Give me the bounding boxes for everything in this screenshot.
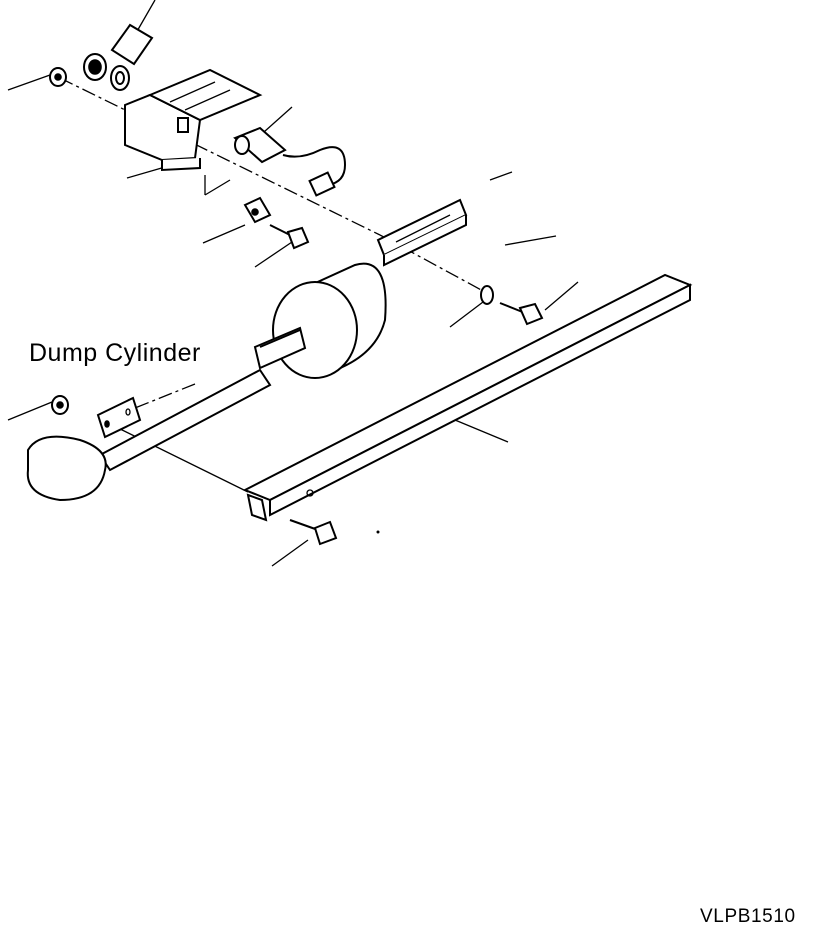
proximity-switch <box>233 126 347 197</box>
washer-far-left <box>49 67 67 87</box>
plate-lower-left <box>96 396 142 439</box>
bracket <box>124 68 263 172</box>
clip-plate <box>243 196 272 224</box>
square-bar <box>242 273 693 522</box>
bolt-right <box>499 302 544 326</box>
bolt-lower <box>289 519 338 546</box>
washer-right <box>480 285 494 305</box>
figure-code-label: VLPB1510 <box>700 906 796 927</box>
slotted-plate <box>376 198 468 267</box>
leader-lines <box>7 0 579 567</box>
sensor-top <box>110 23 154 66</box>
bolt-upper <box>269 224 310 250</box>
washer-lower-left <box>51 395 69 415</box>
dump-cylinder <box>26 262 387 502</box>
nut-top-left <box>83 53 130 91</box>
dump-cylinder-label: Dump Cylinder <box>29 339 201 367</box>
dot-mark <box>376 530 380 534</box>
